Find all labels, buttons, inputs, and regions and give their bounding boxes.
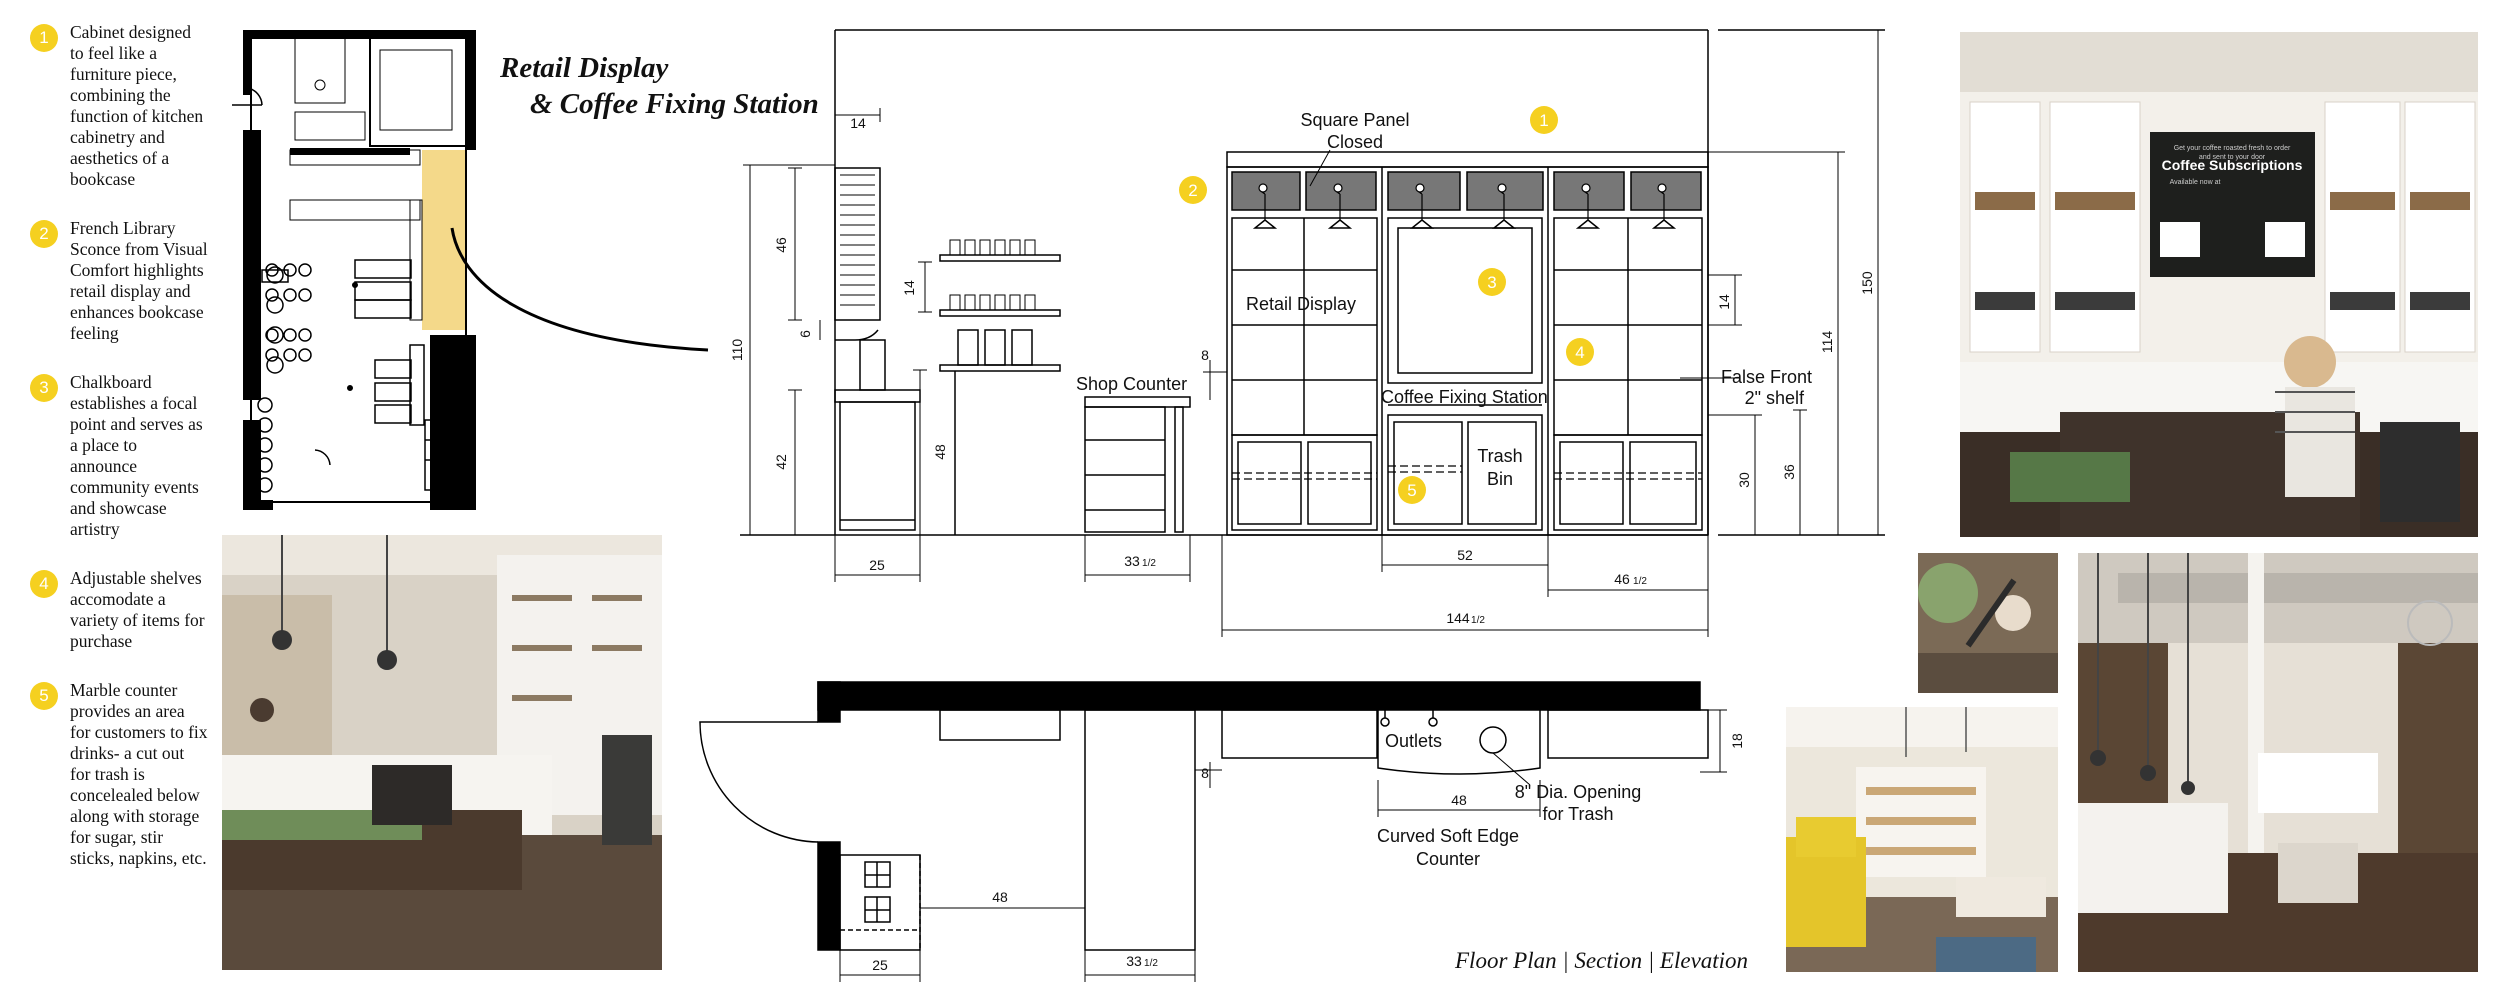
dim-14-right: 14 (1716, 294, 1732, 310)
note-text-1: Cabinet designed to feel like a furnitur… (70, 22, 204, 189)
dim-144-fraction: 1/2 (1471, 615, 1485, 626)
label-opening-line1: 8" Dia. Opening (1515, 782, 1641, 802)
note-1: 1 Cabinet designed to feel like a furnitu… (28, 22, 208, 190)
note-text-5: Marble counter provides an area for cust… (70, 680, 208, 868)
plan-dim-48-counter: 48 (1451, 792, 1467, 808)
dim-46-fraction: 1/2 (1633, 576, 1647, 587)
note-marker-5: 5 (30, 682, 58, 710)
label-opening-line2: for Trash (1542, 804, 1613, 824)
elevation-marker-4: 4 (1575, 343, 1584, 362)
dim-114: 114 (1819, 331, 1835, 354)
label-false-front: False Front (1721, 367, 1812, 387)
dim-6: 6 (797, 330, 813, 338)
photo-cafe-counter (2078, 553, 2478, 972)
plan-dim-33: 33 (1126, 953, 1142, 969)
note-3: 3 Chalkboard establishes a focal point an… (28, 372, 208, 540)
note-text-2: French Library Sconce from Visual Comfor… (70, 218, 208, 343)
note-5: 5 Marble counter provides an area for cus… (28, 680, 208, 869)
note-2: 2 French Library Sconce from Visual Comfo… (28, 218, 208, 344)
elevation-marker-2: 2 (1188, 181, 1197, 200)
elevation-marker-1: 1 (1539, 111, 1548, 130)
chalkboard-line-2: and sent to your door (2199, 154, 2266, 161)
photo-cafe-interior (222, 535, 662, 970)
note-marker-2: 2 (30, 220, 58, 248)
elevation-marker-3: 3 (1487, 273, 1496, 292)
drawing-title-line1: Retail Display (500, 52, 669, 84)
plan-dim-18: 18 (1729, 733, 1745, 749)
dim-36: 36 (1781, 464, 1797, 480)
dim-33-fraction: 1/2 (1142, 558, 1156, 569)
elevation-marker-5: 5 (1407, 481, 1416, 500)
dim-14-mid: 14 (901, 280, 917, 296)
label-curved-line2: Counter (1416, 849, 1480, 869)
label-curved-line1: Curved Soft Edge (1377, 826, 1519, 846)
dim-30: 30 (1736, 472, 1752, 488)
photo-yellow-chair-interior (1786, 707, 2058, 972)
label-retail-display: Retail Display (1246, 294, 1356, 314)
label-square-panel: Square Panel (1300, 110, 1409, 130)
dim-33: 33 (1124, 553, 1140, 569)
note-marker-3: 3 (30, 374, 58, 402)
dim-8: 8 (1201, 347, 1209, 363)
label-shop-counter: Shop Counter (1076, 374, 1187, 394)
dim-110: 110 (729, 339, 745, 362)
plan-dim-48-left: 48 (992, 889, 1008, 905)
dim-25: 25 (869, 557, 885, 573)
dim-144: 144 (1446, 610, 1470, 626)
chalkboard-title: Coffee Subscriptions (2162, 157, 2303, 173)
plan-dim-33-fraction: 1/2 (1144, 958, 1158, 969)
dim-46-bottom: 46 (1614, 571, 1630, 587)
chalkboard-line-3: Available now at (2170, 179, 2221, 186)
dim-48-vertical: 48 (932, 444, 948, 460)
drawing-footer: Floor Plan | Section | Elevation (1455, 948, 1749, 973)
dim-14-top: 14 (850, 115, 866, 131)
photo-detail (1918, 553, 2058, 693)
drawing-title-line2: & Coffee Fixing Station (530, 88, 819, 120)
note-text-3: Chalkboard establishes a focal point and… (70, 372, 203, 539)
design-notes: 1 Cabinet designed to feel like a furnitu… (28, 22, 208, 897)
dim-150: 150 (1859, 271, 1875, 295)
chalkboard-line-1: Get your coffee roasted fresh to order (2174, 145, 2291, 152)
note-4: 4 Adjustable shelves accomodate a variety… (28, 568, 208, 652)
photo-chalkboard-shelving: Coffee Subscriptions Get your coffee roa… (1960, 32, 2478, 537)
dim-52: 52 (1457, 547, 1473, 563)
label-trash: Trash (1477, 446, 1522, 466)
label-2in-shelf: 2" shelf (1745, 388, 1805, 408)
dim-46: 46 (773, 237, 789, 253)
note-marker-1: 1 (30, 24, 58, 52)
elevation-drawing: 1 2 3 4 5 (740, 29, 1885, 637)
label-bin: Bin (1487, 469, 1513, 489)
plan-dim-25: 25 (872, 957, 888, 973)
plan-dim-8: 8 (1201, 765, 1209, 781)
note-text-4: Adjustable shelves accomodate a variety … (70, 568, 205, 651)
dim-42: 42 (773, 454, 789, 470)
counter-plan (699, 681, 1727, 982)
label-outlets: Outlets (1385, 731, 1442, 751)
note-marker-4: 4 (30, 570, 58, 598)
label-coffee-fixing-station: Coffee Fixing Station (1381, 387, 1548, 407)
label-closed: Closed (1327, 132, 1383, 152)
